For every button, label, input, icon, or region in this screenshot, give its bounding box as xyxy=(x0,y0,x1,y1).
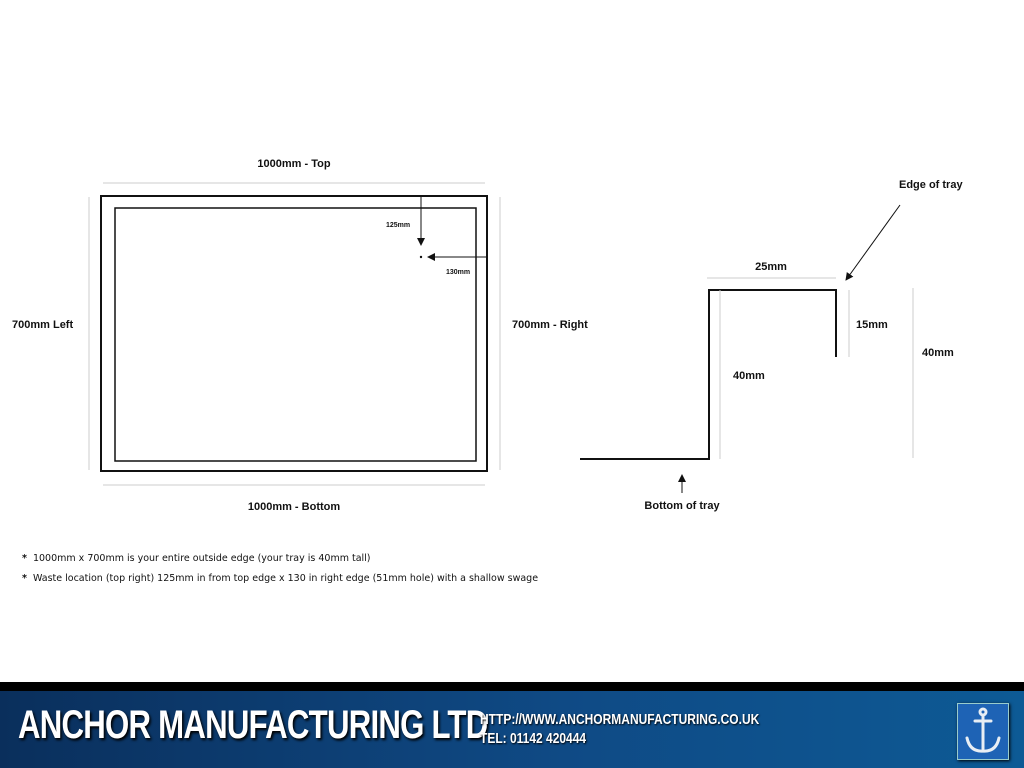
tray-profile xyxy=(580,289,837,460)
bottom-of-tray-label: Bottom of tray xyxy=(644,500,720,512)
edge-label: Edge of tray xyxy=(899,179,963,191)
top-label: 1000mm - Top xyxy=(257,158,330,170)
note-item: *1000mm x 700mm is your entire outside e… xyxy=(22,553,371,564)
footer-banner: ANCHOR MANUFACTURING LTD HTTP://WWW.ANCH… xyxy=(0,691,1024,768)
company-name: ANCHOR MANUFACTURING LTD xyxy=(18,703,488,747)
website-link[interactable]: HTTP://WWW.ANCHORMANUFACTURING.CO.UK xyxy=(480,711,760,728)
lip-label: 15mm xyxy=(856,319,888,331)
tray-diagram: 1000mm - Top 1000mm - Bottom 700mm Left … xyxy=(12,158,963,513)
profile-view: Edge of tray 25mm 15mm 40mm 40mm Bottom … xyxy=(580,179,963,512)
bottom-label: 1000mm - Bottom xyxy=(248,501,341,513)
outer-edge xyxy=(100,195,488,472)
inner-height-label: 40mm xyxy=(733,370,765,382)
edge-arrow xyxy=(845,204,901,281)
waste-hole xyxy=(419,255,423,259)
waste-top-label: 125mm xyxy=(386,222,410,229)
flange-label: 25mm xyxy=(755,261,787,273)
note-item: *Waste location (top right) 125mm in fro… xyxy=(22,573,539,584)
telephone: TEL: 01142 420444 xyxy=(480,730,587,747)
plan-view: 1000mm - Top 1000mm - Bottom 700mm Left … xyxy=(12,158,588,513)
waste-right-label: 130mm xyxy=(446,269,470,276)
inner-edge xyxy=(114,207,477,462)
right-label: 700mm - Right xyxy=(512,319,588,331)
contact-info: HTTP://WWW.ANCHORMANUFACTURING.CO.UK TEL… xyxy=(480,710,759,748)
footer-divider xyxy=(0,682,1024,691)
notes: *1000mm x 700mm is your entire outside e… xyxy=(22,553,538,593)
anchor-icon xyxy=(957,703,1009,760)
total-height-label: 40mm xyxy=(922,347,954,359)
left-label: 700mm Left xyxy=(12,319,73,331)
